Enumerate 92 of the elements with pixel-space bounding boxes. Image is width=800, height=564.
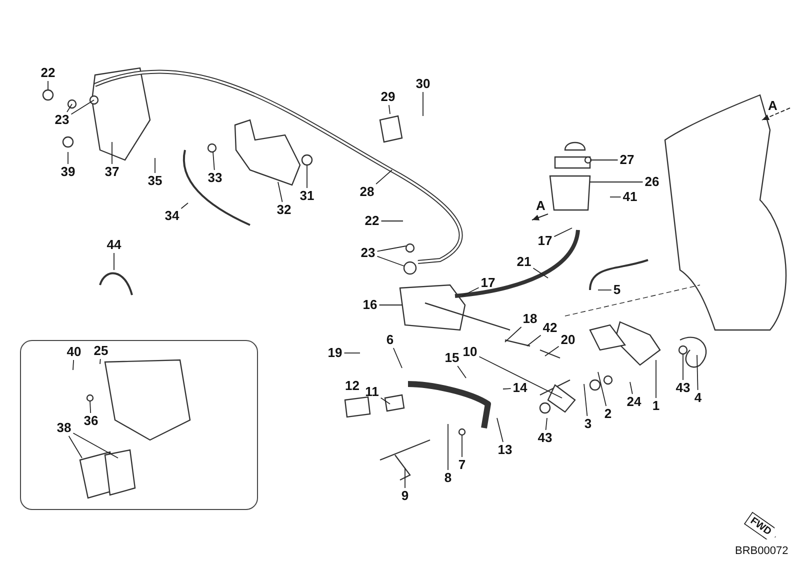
leader-line xyxy=(388,104,390,114)
callout-number: 9 xyxy=(400,489,410,503)
leader-line xyxy=(526,334,542,346)
leader-line xyxy=(610,196,622,198)
callout-number: 26 xyxy=(644,175,660,189)
leader-line xyxy=(72,360,74,370)
leader-line xyxy=(496,418,504,442)
leader-line xyxy=(378,304,402,306)
callout-number: 22 xyxy=(40,66,56,80)
leader-line xyxy=(376,246,406,252)
callout-number: 28 xyxy=(358,185,376,199)
leader-line xyxy=(180,202,188,209)
leader-line xyxy=(306,164,308,188)
callout-number: 27 xyxy=(618,153,636,167)
leader-line xyxy=(462,287,480,296)
callout-number: 17 xyxy=(536,234,554,248)
leader-line xyxy=(682,354,684,380)
callout-number: 41 xyxy=(622,190,638,204)
leader-line xyxy=(478,356,562,398)
leader-line xyxy=(70,100,94,115)
leader-line xyxy=(544,346,560,356)
callout-number: 36 xyxy=(82,414,100,428)
callout-number: 1 xyxy=(651,399,661,413)
callout-number: 11 xyxy=(364,385,380,399)
leader-line xyxy=(380,220,404,222)
callout-number: 25 xyxy=(92,344,110,358)
callout-number: 2 xyxy=(603,407,613,421)
callout-number: 42 xyxy=(542,321,558,335)
leader-line xyxy=(598,372,607,406)
callout-number: 17 xyxy=(480,276,496,290)
callout-number: 10 xyxy=(462,345,478,359)
leader-line xyxy=(584,384,588,416)
callout-number: 35 xyxy=(146,174,164,188)
callout-number: 22 xyxy=(364,214,380,228)
callout-number: 37 xyxy=(104,165,120,179)
callout-number: 33 xyxy=(206,171,224,185)
callout-number: 32 xyxy=(276,203,292,217)
leader-line xyxy=(502,388,512,390)
callout-number: 14 xyxy=(512,381,528,395)
view-letter: A xyxy=(768,98,778,113)
leader-line xyxy=(72,432,118,458)
callout-number: 15 xyxy=(444,351,460,365)
callout-number: 43 xyxy=(674,381,692,395)
callout-number: 23 xyxy=(54,113,70,127)
callout-number: 4 xyxy=(693,391,703,405)
drawing-code: BRB00072 xyxy=(735,545,788,557)
callout-number: 13 xyxy=(496,443,514,457)
callout-number: 23 xyxy=(360,246,376,260)
leader-line xyxy=(278,182,283,202)
leader-line xyxy=(457,366,466,378)
callout-number: 44 xyxy=(106,238,122,252)
callout-number: 12 xyxy=(345,378,360,393)
callout-number: 18 xyxy=(522,312,538,326)
leader-line xyxy=(212,152,215,170)
callout-number: 38 xyxy=(56,421,72,435)
leader-line xyxy=(422,92,424,116)
callout-number: 40 xyxy=(66,345,82,359)
leader-line xyxy=(380,397,390,404)
callout-number: 31 xyxy=(298,189,316,203)
leader-line xyxy=(545,418,548,430)
leader-line xyxy=(66,104,72,112)
callout-number: 34 xyxy=(164,209,180,223)
callout-number: 8 xyxy=(443,471,453,485)
leader-line xyxy=(68,436,82,458)
callout-number: 43 xyxy=(536,431,554,445)
leader-line xyxy=(100,358,101,364)
leader-line xyxy=(554,228,572,237)
inset-frame xyxy=(20,340,258,510)
leader-line xyxy=(154,158,156,174)
leader-line xyxy=(404,468,406,488)
callout-number: 20 xyxy=(560,333,576,347)
leader-line xyxy=(504,326,522,342)
callout-number: 5 xyxy=(612,283,622,297)
callout-number: 7 xyxy=(457,458,467,472)
callout-number: 19 xyxy=(326,346,344,360)
callout-number: 21 xyxy=(516,255,532,269)
callout-number: 6 xyxy=(385,333,395,347)
callout-number: 29 xyxy=(380,90,396,104)
leader-line xyxy=(532,268,548,278)
leader-line xyxy=(630,382,633,394)
callout-number: 3 xyxy=(583,417,593,431)
leader-line xyxy=(376,170,392,184)
callout-number: 30 xyxy=(414,77,432,91)
callout-number: 24 xyxy=(626,395,642,409)
callout-number: 16 xyxy=(362,298,378,312)
leader-line xyxy=(344,352,360,354)
view-letter: A xyxy=(536,198,546,213)
callout-number: 39 xyxy=(60,165,76,179)
leader-line xyxy=(376,256,404,266)
leader-line xyxy=(90,400,92,414)
leader-line xyxy=(696,354,698,390)
leader-line xyxy=(392,348,402,368)
